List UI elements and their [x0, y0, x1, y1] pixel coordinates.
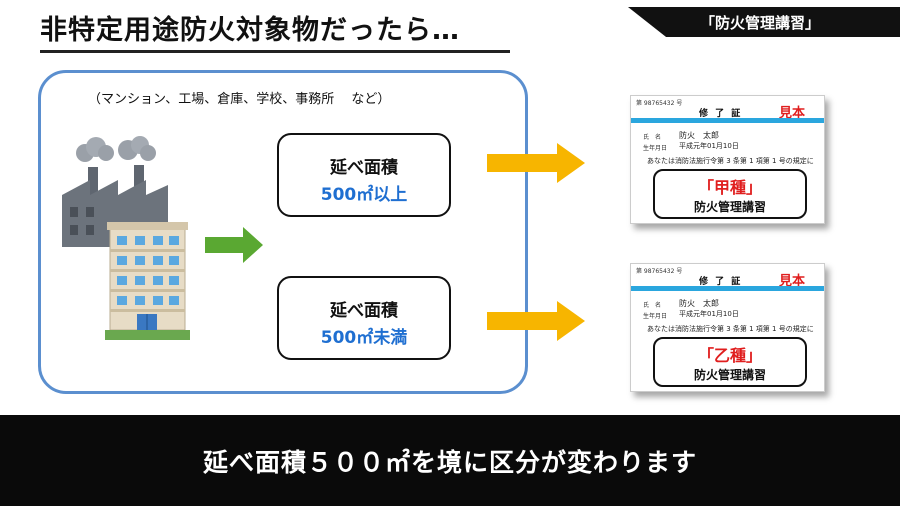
green-arrow-icon — [205, 227, 263, 263]
yellow-arrow-icon — [487, 301, 585, 341]
area-threshold: 500㎡以上 — [320, 185, 408, 205]
certificate-notice: あなたは消防法施行令第 3 条第 1 項第 1 号の規定に — [647, 157, 814, 165]
yellow-arrow-icon — [487, 143, 585, 183]
certificate-stripe — [631, 118, 824, 123]
holder-dob: 平成元年01月10日 — [679, 142, 739, 150]
certificate-number: 第 98765432 号 — [636, 268, 683, 275]
smoke-icon — [76, 136, 156, 162]
holder-name: 防火 太郎 — [679, 131, 719, 140]
certificate-stripe — [631, 286, 824, 291]
certificate-kou: 第 98765432 号 修 了 証 見本 氏 名 防火 太郎 生年月日 平成元… — [630, 95, 825, 224]
holder-dob: 平成元年01月10日 — [679, 310, 739, 318]
area-threshold: 500㎡未満 — [320, 328, 408, 348]
course-banner — [628, 7, 900, 37]
building-examples-caption: （マンション、工場、倉庫、学校、事務所 など） — [88, 92, 391, 107]
sample-mark: 見本 — [779, 274, 806, 289]
certificate-number: 第 98765432 号 — [636, 100, 683, 107]
certificate-notice: あなたは消防法施行令第 3 条第 1 項第 1 号の規定に — [647, 325, 814, 333]
area-box-over-500: 延べ面積 500㎡以上 — [277, 133, 451, 217]
certificate-otsu: 第 98765432 号 修 了 証 見本 氏 名 防火 太郎 生年月日 平成元… — [630, 263, 825, 392]
summary-text: 延べ面積５００㎡を境に区分が変わります — [202, 448, 697, 477]
certificate-heading: 修 了 証 — [699, 277, 743, 287]
title-underline — [40, 50, 510, 53]
certificate-heading: 修 了 証 — [699, 109, 743, 119]
sample-mark: 見本 — [779, 106, 806, 121]
course-label: 防火管理講習 — [693, 200, 766, 214]
holder-name: 防火 太郎 — [679, 299, 719, 308]
name-label: 氏 名 — [643, 302, 662, 309]
grade-label: 「乙種」 — [697, 346, 762, 365]
area-box-under-500: 延べ面積 500㎡未満 — [277, 276, 451, 360]
certificate-grade-box: 「甲種」 防火管理講習 — [653, 169, 807, 219]
course-banner-label: 「防火管理講習」 — [700, 14, 821, 32]
area-label: 延べ面積 — [330, 158, 398, 178]
grade-label: 「甲種」 — [697, 178, 762, 197]
dob-label: 生年月日 — [643, 313, 668, 320]
summary-bar — [0, 415, 900, 506]
building-illustration — [105, 222, 190, 340]
area-label: 延べ面積 — [330, 301, 398, 321]
page-title: 非特定用途防火対象物だったら… — [40, 15, 460, 46]
course-label: 防火管理講習 — [693, 368, 766, 382]
name-label: 氏 名 — [643, 134, 662, 141]
certificate-grade-box: 「乙種」 防火管理講習 — [653, 337, 807, 387]
dob-label: 生年月日 — [643, 145, 668, 152]
